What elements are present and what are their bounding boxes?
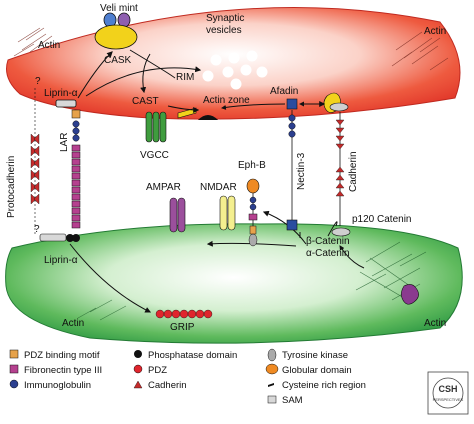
legend-sam-label: SAM	[282, 395, 303, 406]
legend-globular-swatch	[265, 363, 279, 375]
liprin-top-bar	[55, 99, 77, 108]
liprin-bottom-label: Liprin-α	[44, 255, 78, 266]
csh-perspectives-logo: CSH PERSPECTIVES	[427, 371, 469, 415]
legend-pdz-binding-label: PDZ binding motif	[24, 350, 100, 361]
protocadherin-label: Protocadherin	[6, 156, 17, 218]
nectin-protein	[286, 110, 298, 231]
ephb-receptor	[246, 178, 260, 247]
legend-pdz-label: PDZ	[148, 365, 167, 376]
legend-globular-label: Globular domain	[282, 365, 352, 376]
liprin-bottom-protein	[39, 233, 80, 242]
legend-pdz-binding-swatch	[9, 349, 19, 359]
legend-tyrosine-kinase-label: Tyrosine kinase	[282, 350, 348, 361]
beta-catenin-label: β-Catenin	[306, 236, 350, 247]
p120-catenin-label: p120 Catenin	[352, 214, 412, 225]
ampar-label: AMPAR	[146, 182, 181, 193]
actin-filaments-top-left	[13, 27, 53, 57]
actin-label-bottom-right: Actin	[424, 318, 446, 329]
legend-immunoglobulin-swatch	[9, 379, 19, 389]
cask-protein-icon	[94, 24, 138, 50]
alpha-catenin-label: α-Catenin	[306, 248, 350, 259]
legend-fibronectin-label: Fibronectin type III	[24, 365, 102, 376]
actin-zone-marker	[198, 115, 218, 120]
actin-zone-label: Actin zone	[203, 95, 250, 106]
synaptic-vesicles-label-1: Synaptic	[206, 13, 244, 24]
logo-perspectives-text: PERSPECTIVES	[433, 397, 464, 402]
legend-immunoglobulin-label: Immunoglobulin	[24, 380, 91, 391]
actin-filaments-bottom-left	[77, 299, 127, 321]
cast-label: CAST	[132, 96, 159, 107]
legend-pdz-swatch	[133, 364, 143, 374]
actin-label-top-right: Actin	[424, 26, 446, 37]
veli-mint-label: Veli mint	[100, 3, 138, 14]
rim-label: RIM	[176, 72, 194, 83]
vgcc-label: VGCC	[140, 150, 169, 161]
vgcc-channel	[145, 111, 167, 143]
question-bottom: ?	[34, 224, 40, 235]
interaction-arrows	[69, 49, 365, 313]
synaptic-vesicles-label-2: vesicles	[206, 25, 242, 36]
legend-fibronectin-swatch	[9, 364, 19, 374]
p120-catenin-bottom	[331, 227, 351, 237]
synaptic-vesicles	[202, 50, 268, 90]
legend-phosphatase-label: Phosphatase domain	[148, 350, 237, 361]
grip-label: GRIP	[170, 322, 195, 333]
tyrosine-kinase-bottom-icon	[401, 284, 419, 305]
afadin-protein-icon	[286, 98, 298, 110]
cask-label: CASK	[104, 55, 132, 66]
afadin-label: Afadin	[270, 86, 298, 97]
actin-label-bottom-left: Actin	[62, 318, 84, 329]
legend-cadherin-label: Cadherin	[148, 380, 187, 391]
lar-protein	[71, 109, 81, 229]
legend-sam-swatch	[267, 395, 277, 404]
question-top: ?	[35, 76, 41, 87]
grip-protein	[155, 309, 213, 319]
logo-csh-text: CSH	[438, 384, 457, 394]
nmdar-label: NMDAR	[200, 182, 237, 193]
nmdar-receptor	[219, 195, 236, 231]
p120-catenin-top	[329, 102, 349, 112]
protocadherin-protein	[30, 133, 40, 205]
lar-label: LAR	[59, 133, 70, 152]
actin-filaments-top-right	[391, 31, 449, 71]
legend-cysteine-label: Cysteine rich region	[282, 380, 366, 391]
legend: PDZ binding motif Fibronectin type III I…	[9, 348, 366, 406]
ephb-label: Eph-B	[238, 160, 266, 171]
legend-phosphatase-swatch	[134, 350, 142, 358]
cadherin-label: Cadherin	[348, 151, 359, 192]
legend-cysteine-swatch	[268, 383, 274, 387]
nectin-label: Nectin-3	[296, 152, 307, 190]
liprin-top-label: Liprin-α	[44, 88, 78, 99]
ampar-receptor	[169, 197, 186, 233]
cadherin-protein	[335, 112, 345, 226]
legend-tyrosine-kinase-swatch	[267, 348, 277, 362]
actin-label-top-left: Actin	[38, 40, 60, 51]
legend-cadherin-swatch	[133, 380, 143, 389]
